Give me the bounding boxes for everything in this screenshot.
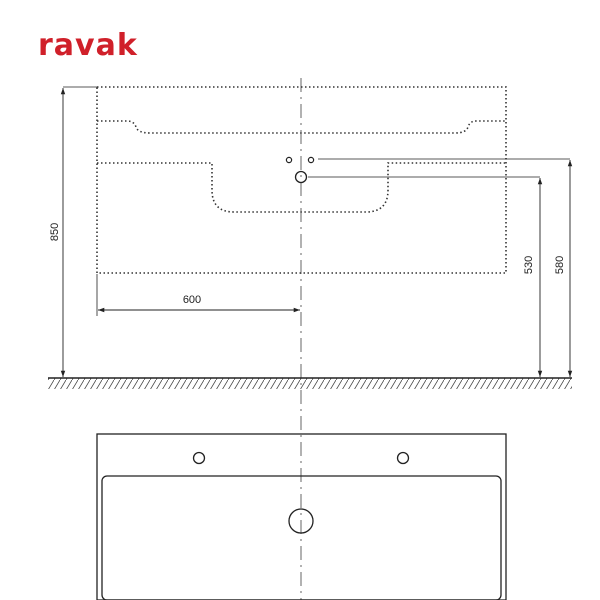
tap-hole-right	[307, 156, 315, 164]
dim-label-580: 580	[554, 256, 566, 274]
dim-label-530: 530	[523, 256, 535, 274]
dim-label-600: 600	[183, 294, 201, 306]
tap-hole-left	[285, 156, 293, 164]
drain-hole	[294, 170, 308, 184]
dim-label-850: 850	[49, 223, 61, 241]
front-view-outline	[96, 86, 507, 274]
top-view	[96, 433, 507, 600]
top-tap-hole-left	[192, 451, 206, 465]
floor-hatching	[48, 378, 572, 389]
top-drain-hole	[288, 508, 314, 534]
ravak-logo: ravak	[38, 28, 138, 63]
top-tap-hole-right	[396, 451, 410, 465]
